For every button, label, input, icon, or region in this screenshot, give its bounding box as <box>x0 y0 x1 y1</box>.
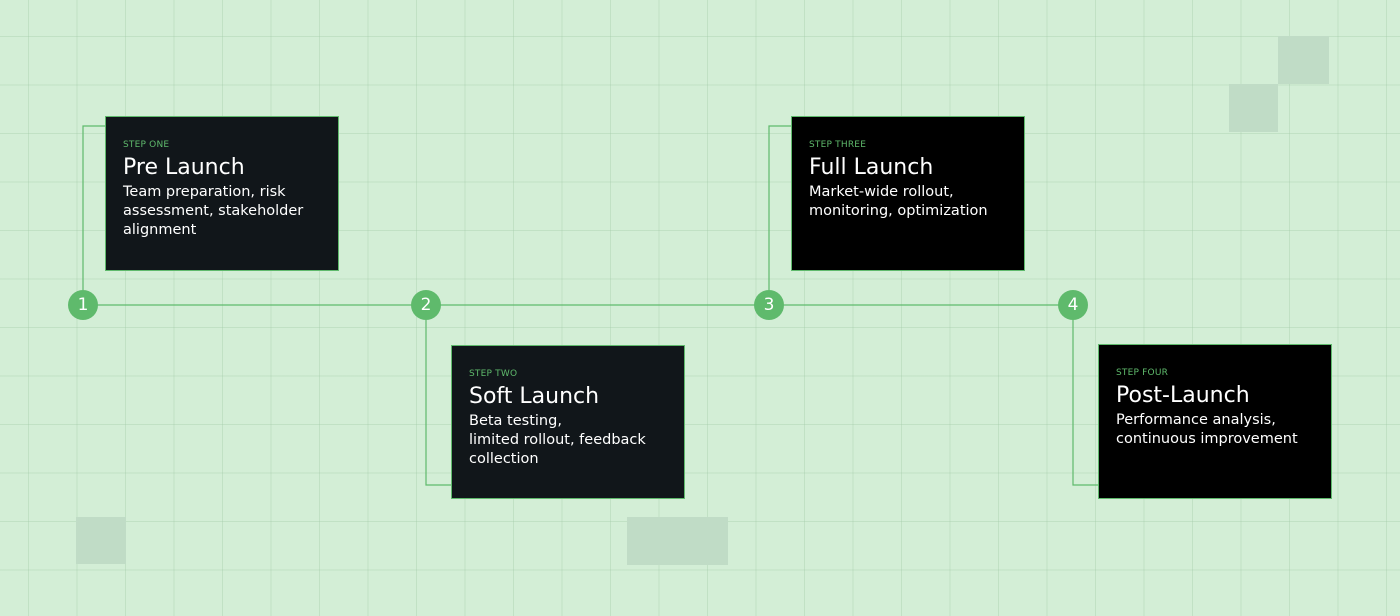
connector-step-1 <box>82 125 106 290</box>
connector-step-2 <box>425 320 452 486</box>
step-card-full-launch: STEP THREE Full Launch Market-wide rollo… <box>791 116 1025 271</box>
decorative-square <box>76 517 126 564</box>
step-title: Post-Launch <box>1116 383 1250 408</box>
step-description: Performance analysis, continuous improve… <box>1116 412 1298 447</box>
step-label: STEP TWO <box>469 369 518 379</box>
step-node-4: 4 <box>1058 290 1088 320</box>
decorative-square <box>627 517 728 565</box>
step-description: Team preparation, risk assessment, stake… <box>123 184 304 238</box>
step-label: STEP ONE <box>123 140 170 150</box>
connector-step-3 <box>768 125 792 290</box>
step-node-3: 3 <box>754 290 784 320</box>
step-description: Market-wide rollout, monitoring, optimiz… <box>809 184 988 219</box>
connector-step-4 <box>1072 320 1099 486</box>
step-node-2: 2 <box>411 290 441 320</box>
decorative-square <box>1278 36 1329 84</box>
step-card-soft-launch: STEP TWO Soft Launch Beta testing, limit… <box>451 345 685 499</box>
step-title: Soft Launch <box>469 384 600 409</box>
step-label: STEP THREE <box>809 140 867 150</box>
step-title: Full Launch <box>809 155 934 180</box>
decorative-square <box>1229 84 1278 132</box>
step-label: STEP FOUR <box>1116 368 1169 378</box>
step-card-pre-launch: STEP ONE Pre Launch Team preparation, ri… <box>105 116 339 271</box>
step-node-1: 1 <box>68 290 98 320</box>
step-description: Beta testing, limited rollout, feedback … <box>469 413 646 467</box>
step-card-post-launch: STEP FOUR Post-Launch Performance analys… <box>1098 344 1332 499</box>
step-title: Pre Launch <box>123 155 245 180</box>
